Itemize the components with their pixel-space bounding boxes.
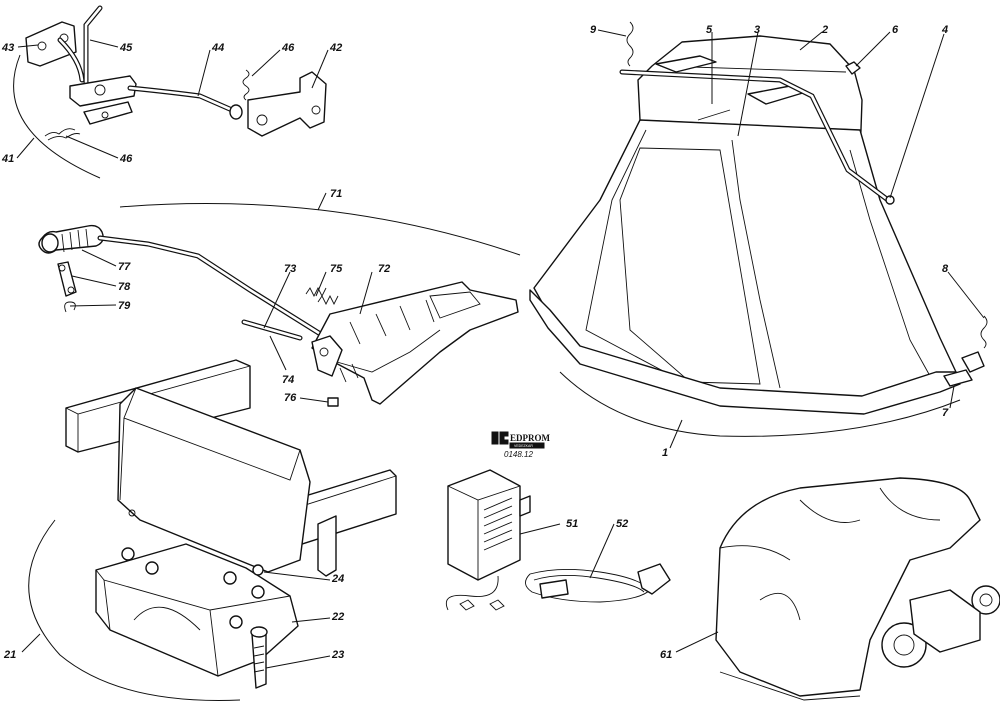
group-arc-1 bbox=[559, 371, 961, 437]
callout-23: 23 bbox=[331, 649, 344, 661]
rod-assembly-41 bbox=[25, 5, 327, 141]
callout-41: 41 bbox=[1, 153, 14, 165]
callout-46-upper: 46 bbox=[281, 42, 295, 54]
logo-brand: EDPROM bbox=[510, 433, 551, 443]
callout-21: 21 bbox=[3, 649, 16, 661]
callout-24: 24 bbox=[331, 573, 344, 585]
callout-4: 4 bbox=[941, 24, 948, 36]
callout-74: 74 bbox=[282, 374, 294, 386]
callout-51: 51 bbox=[566, 518, 578, 530]
callout-22: 22 bbox=[331, 611, 344, 623]
callout-72: 72 bbox=[378, 263, 390, 275]
callout-2: 2 bbox=[821, 24, 828, 36]
callout-44: 44 bbox=[211, 42, 224, 54]
callout-43: 43 bbox=[1, 42, 14, 54]
callout-75: 75 bbox=[330, 263, 343, 275]
grass-catcher-1 bbox=[529, 21, 988, 415]
callout-79: 79 bbox=[118, 300, 131, 312]
lever-assembly-71 bbox=[38, 224, 519, 407]
callout-3: 3 bbox=[754, 24, 760, 36]
callout-52: 52 bbox=[616, 518, 628, 530]
callout-1: 1 bbox=[662, 447, 668, 459]
callout-labels: 43 45 44 46 42 41 46 71 77 78 79 73 75 7… bbox=[1, 24, 949, 661]
callout-9: 9 bbox=[590, 24, 597, 36]
callout-6: 6 bbox=[892, 24, 899, 36]
edprom-logo: EDPROM VEDEZKAR 0148.12 bbox=[491, 431, 551, 459]
callout-78: 78 bbox=[118, 281, 131, 293]
callout-76: 76 bbox=[284, 392, 297, 404]
battery-charger-51 bbox=[445, 469, 671, 611]
callout-42: 42 bbox=[329, 42, 342, 54]
callout-77: 77 bbox=[118, 261, 131, 273]
callout-5: 5 bbox=[706, 24, 713, 36]
callout-7: 7 bbox=[942, 407, 949, 419]
weight-assembly-21 bbox=[65, 359, 397, 689]
callout-71: 71 bbox=[330, 188, 342, 200]
callout-8: 8 bbox=[942, 263, 949, 275]
logo-code: 0148.12 bbox=[504, 450, 533, 459]
logo-sub: VEDEZKAR bbox=[514, 444, 533, 448]
callout-46-lower: 46 bbox=[119, 153, 133, 165]
leader-lines bbox=[16, 29, 985, 669]
tractor-cover-61 bbox=[715, 477, 1000, 701]
group-arc-21 bbox=[28, 519, 241, 701]
group-arc-71 bbox=[119, 202, 521, 256]
callout-61: 61 bbox=[660, 649, 672, 661]
callout-73: 73 bbox=[284, 263, 296, 275]
group-arc-41 bbox=[13, 54, 101, 179]
callout-45: 45 bbox=[119, 42, 133, 54]
